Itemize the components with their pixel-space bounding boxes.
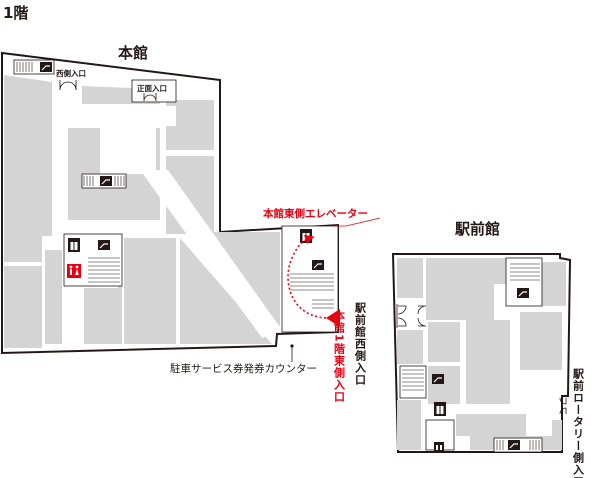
west-escalator-icon[interactable] — [40, 62, 52, 72]
diagonal-aisle — [140, 170, 282, 338]
station-elevator-icon[interactable] — [434, 402, 446, 416]
central-escalator-icon[interactable] — [100, 176, 112, 186]
main-building: 西側入口 正面入口 — [0, 51, 340, 355]
station-upper-escalator-icon[interactable] — [517, 288, 529, 298]
station-building-title: 駅前館 — [455, 220, 501, 238]
restroom-icon[interactable] — [67, 264, 81, 278]
east-elevator-icon[interactable] — [300, 229, 312, 243]
main-building-title: 本館 — [118, 44, 149, 62]
route-to-elevator — [287, 234, 327, 319]
front-entrance-label: 正面入口 — [137, 84, 167, 93]
station-west-entrance-door-icon[interactable] — [396, 304, 427, 328]
station-lower-escalator-icon[interactable] — [508, 440, 520, 450]
main-west-stairs-icon — [88, 257, 120, 283]
west-entrance-door-icon[interactable] — [59, 80, 77, 91]
east-escalator-icon[interactable] — [312, 260, 324, 270]
parking-counter-label: 駐車サービス券発券カウンター — [170, 362, 317, 375]
east-stairs-icon — [290, 273, 334, 309]
front-entrance-door-icon[interactable] — [143, 93, 157, 102]
floor-label: 1階 — [3, 4, 29, 22]
direction-arrow-icon — [326, 309, 340, 327]
west-entrance-label: 西側入口 — [56, 68, 86, 78]
station-store-blocks — [397, 258, 566, 450]
station-stairs-icon[interactable] — [434, 442, 444, 452]
station-building — [391, 253, 572, 453]
east-entrance-1f-label: 本館1階東側入口 — [333, 309, 347, 403]
main-west-elevator-icon[interactable] — [68, 238, 80, 252]
station-mid-escalator-icon[interactable] — [432, 374, 444, 384]
east-elevator-label: 本館東側エレベーター — [263, 207, 368, 220]
main-west-escalator-icon[interactable] — [98, 240, 110, 250]
station-rotary-entrance-door-icon[interactable] — [559, 397, 567, 415]
station-west-entrance-label: 駅前館西側入口 — [354, 302, 368, 386]
station-rotary-entrance-label: 駅前ロータリー側入口 — [572, 368, 586, 478]
